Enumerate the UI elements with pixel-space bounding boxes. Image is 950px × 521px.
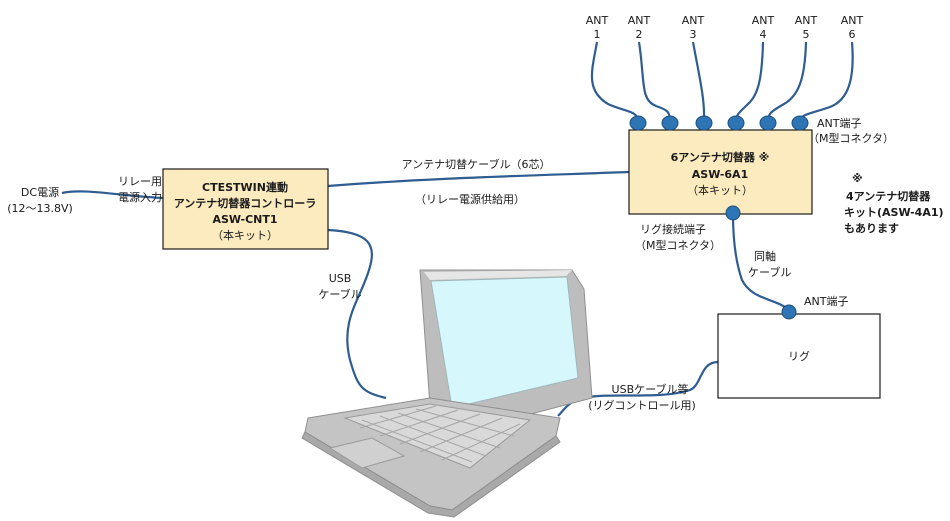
dc-power-label: DC電源 — [21, 185, 59, 199]
controller-title: CTESTWIN連動 — [202, 180, 288, 194]
usb-cable-label-1: USB — [329, 272, 352, 285]
note-line-3: もあります — [844, 222, 899, 235]
coax-cable — [731, 213, 790, 311]
controller-rect — [162, 168, 329, 250]
switch-kit-note: （本キット） — [687, 183, 753, 197]
ant-port-1 — [629, 115, 647, 131]
antenna-number-1: 1 — [594, 28, 601, 41]
antenna-cable-5 — [766, 41, 808, 123]
antenna-label-5: ANT — [795, 14, 818, 27]
antenna-label-3: ANT — [682, 14, 705, 27]
ant-terminal-label: ANT端子 — [817, 117, 861, 130]
rig-label: リグ — [788, 349, 810, 363]
controller-model: ASW-CNT1 — [212, 213, 277, 226]
antenna-labels: ANT 1 ANT 2 ANT 3 ANT 4 ANT 5 ANT 6 — [586, 14, 864, 41]
laptop-lid-edge — [424, 270, 572, 280]
antenna-ports — [629, 115, 809, 221]
controller-box: CTESTWIN連動 アンテナ切替器コントローラ ASW-CNT1 （本キット） — [162, 168, 329, 250]
controller-subtitle: アンテナ切替器コントローラ — [174, 196, 317, 210]
laptop-touchpad — [328, 437, 406, 469]
antenna-switch-rect — [628, 129, 813, 215]
controller-kit-note: （本キット） — [212, 228, 278, 242]
dc-voltage-label: (12～13.8V) — [7, 202, 73, 215]
usb-cable-controller — [327, 228, 387, 400]
relay-power-label-2: 電源入力 — [118, 190, 162, 204]
rig-terminal-label: リグ接続端子 — [640, 222, 706, 236]
antenna-switch-box: 6アンテナ切替器 ※ ASW-6A1 （本キット） — [628, 129, 813, 215]
coax-label-1: 同軸 — [754, 249, 776, 263]
note-mark: ※ — [852, 172, 863, 185]
switch-cable-label: アンテナ切替ケーブル（6芯） — [402, 157, 551, 171]
antenna-label-1: ANT — [586, 14, 609, 27]
note-line-2: キット(ASW-4A1) — [844, 206, 944, 219]
rig-box: リグ — [717, 313, 881, 399]
ant-port-6 — [791, 115, 809, 131]
rig-ant-terminal-label: ANT端子 — [804, 295, 848, 308]
rig-connect-port — [725, 205, 741, 221]
relay-power-label-1: リレー用 — [118, 175, 162, 188]
antenna-number-2: 2 — [636, 28, 643, 41]
antenna-cables — [590, 41, 854, 123]
switch-model: ASW-6A1 — [692, 168, 748, 181]
antenna-label-4: ANT — [752, 14, 775, 27]
antenna-cable-4 — [734, 41, 765, 123]
laptop-base-edge — [301, 431, 561, 518]
usb-rig-cable-label-2: (リグコントロール用) — [588, 398, 696, 412]
antenna-cable-6 — [798, 41, 854, 123]
switch-control-cable — [327, 170, 630, 188]
coax-label-2: ケーブル — [748, 265, 791, 279]
usb-cable-label-2: ケーブル — [318, 287, 361, 301]
antenna-cable-2 — [637, 41, 672, 123]
laptop-keys — [359, 405, 521, 463]
rig-ant-port — [781, 304, 797, 320]
ant-port-4 — [727, 115, 745, 131]
antenna-cable-1 — [590, 41, 640, 123]
antenna-number-5: 5 — [803, 28, 810, 41]
antenna-label-2: ANT — [628, 14, 651, 27]
antenna-label-6: ANT — [841, 14, 864, 27]
switch-title: 6アンテナ切替器 ※ — [671, 150, 770, 164]
antenna-cable-3 — [691, 41, 706, 123]
rig-rect — [717, 313, 881, 399]
rig-terminal-connector-label: （M型コネクタ） — [635, 238, 721, 252]
antenna-number-4: 4 — [760, 28, 767, 41]
ant-port-3 — [695, 115, 713, 131]
usb-cable-rig — [557, 360, 719, 417]
switch-cable-note: （リレー電源供給用） — [415, 192, 525, 206]
dc-power-cable — [61, 190, 164, 200]
ant-terminal-connector-label: （M型コネクタ） — [808, 131, 894, 145]
usb-rig-cable-label-1: USBケーブル等 — [612, 382, 689, 396]
laptop-illustration — [301, 269, 593, 518]
ant-port-2 — [661, 115, 679, 131]
ant-port-5 — [759, 115, 777, 131]
antenna-number-3: 3 — [690, 28, 697, 41]
antenna-number-6: 6 — [849, 28, 856, 41]
note-line-1: 4アンテナ切替器 — [846, 189, 931, 203]
laptop-screen — [430, 276, 579, 409]
